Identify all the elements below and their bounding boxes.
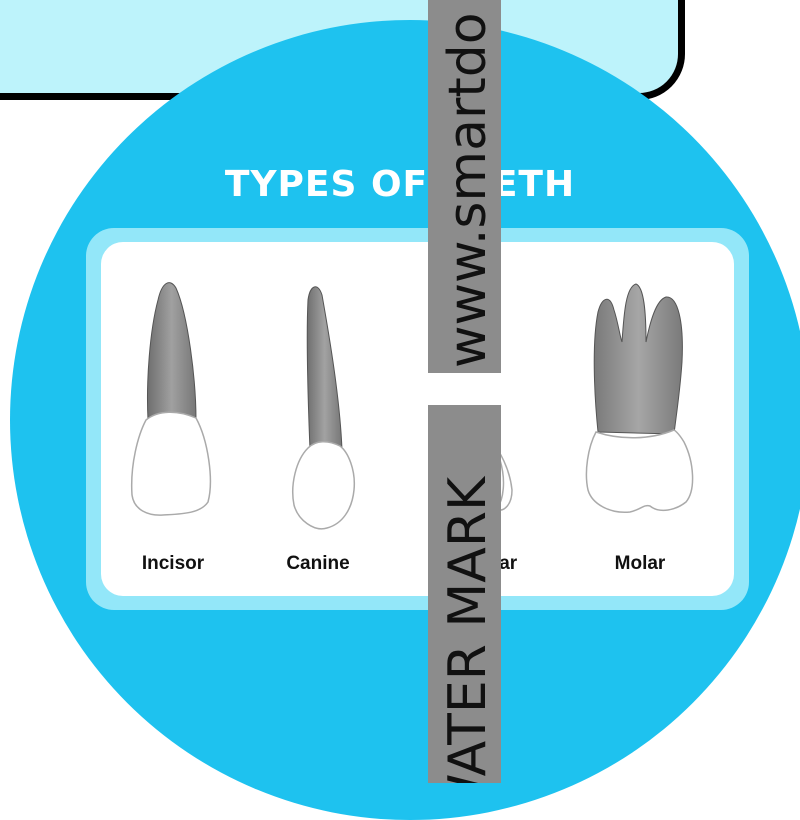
tooth-label-incisor: Incisor xyxy=(113,553,233,575)
watermark-text-bottom: WATER MARK xyxy=(438,477,498,783)
diagram-title: TYPES OF TEETH xyxy=(0,164,800,205)
canine-icon xyxy=(282,280,372,540)
tooth-label-molar: Molar xyxy=(580,553,700,575)
molar-icon xyxy=(580,282,710,532)
watermark-bar-top: www.smartdo xyxy=(428,0,501,373)
incisor-icon xyxy=(118,270,228,540)
watermark-bar-bottom: WATER MARK xyxy=(428,405,501,783)
tooth-label-canine: Canine xyxy=(258,553,378,575)
watermark-text-top: www.smartdo xyxy=(438,12,498,368)
